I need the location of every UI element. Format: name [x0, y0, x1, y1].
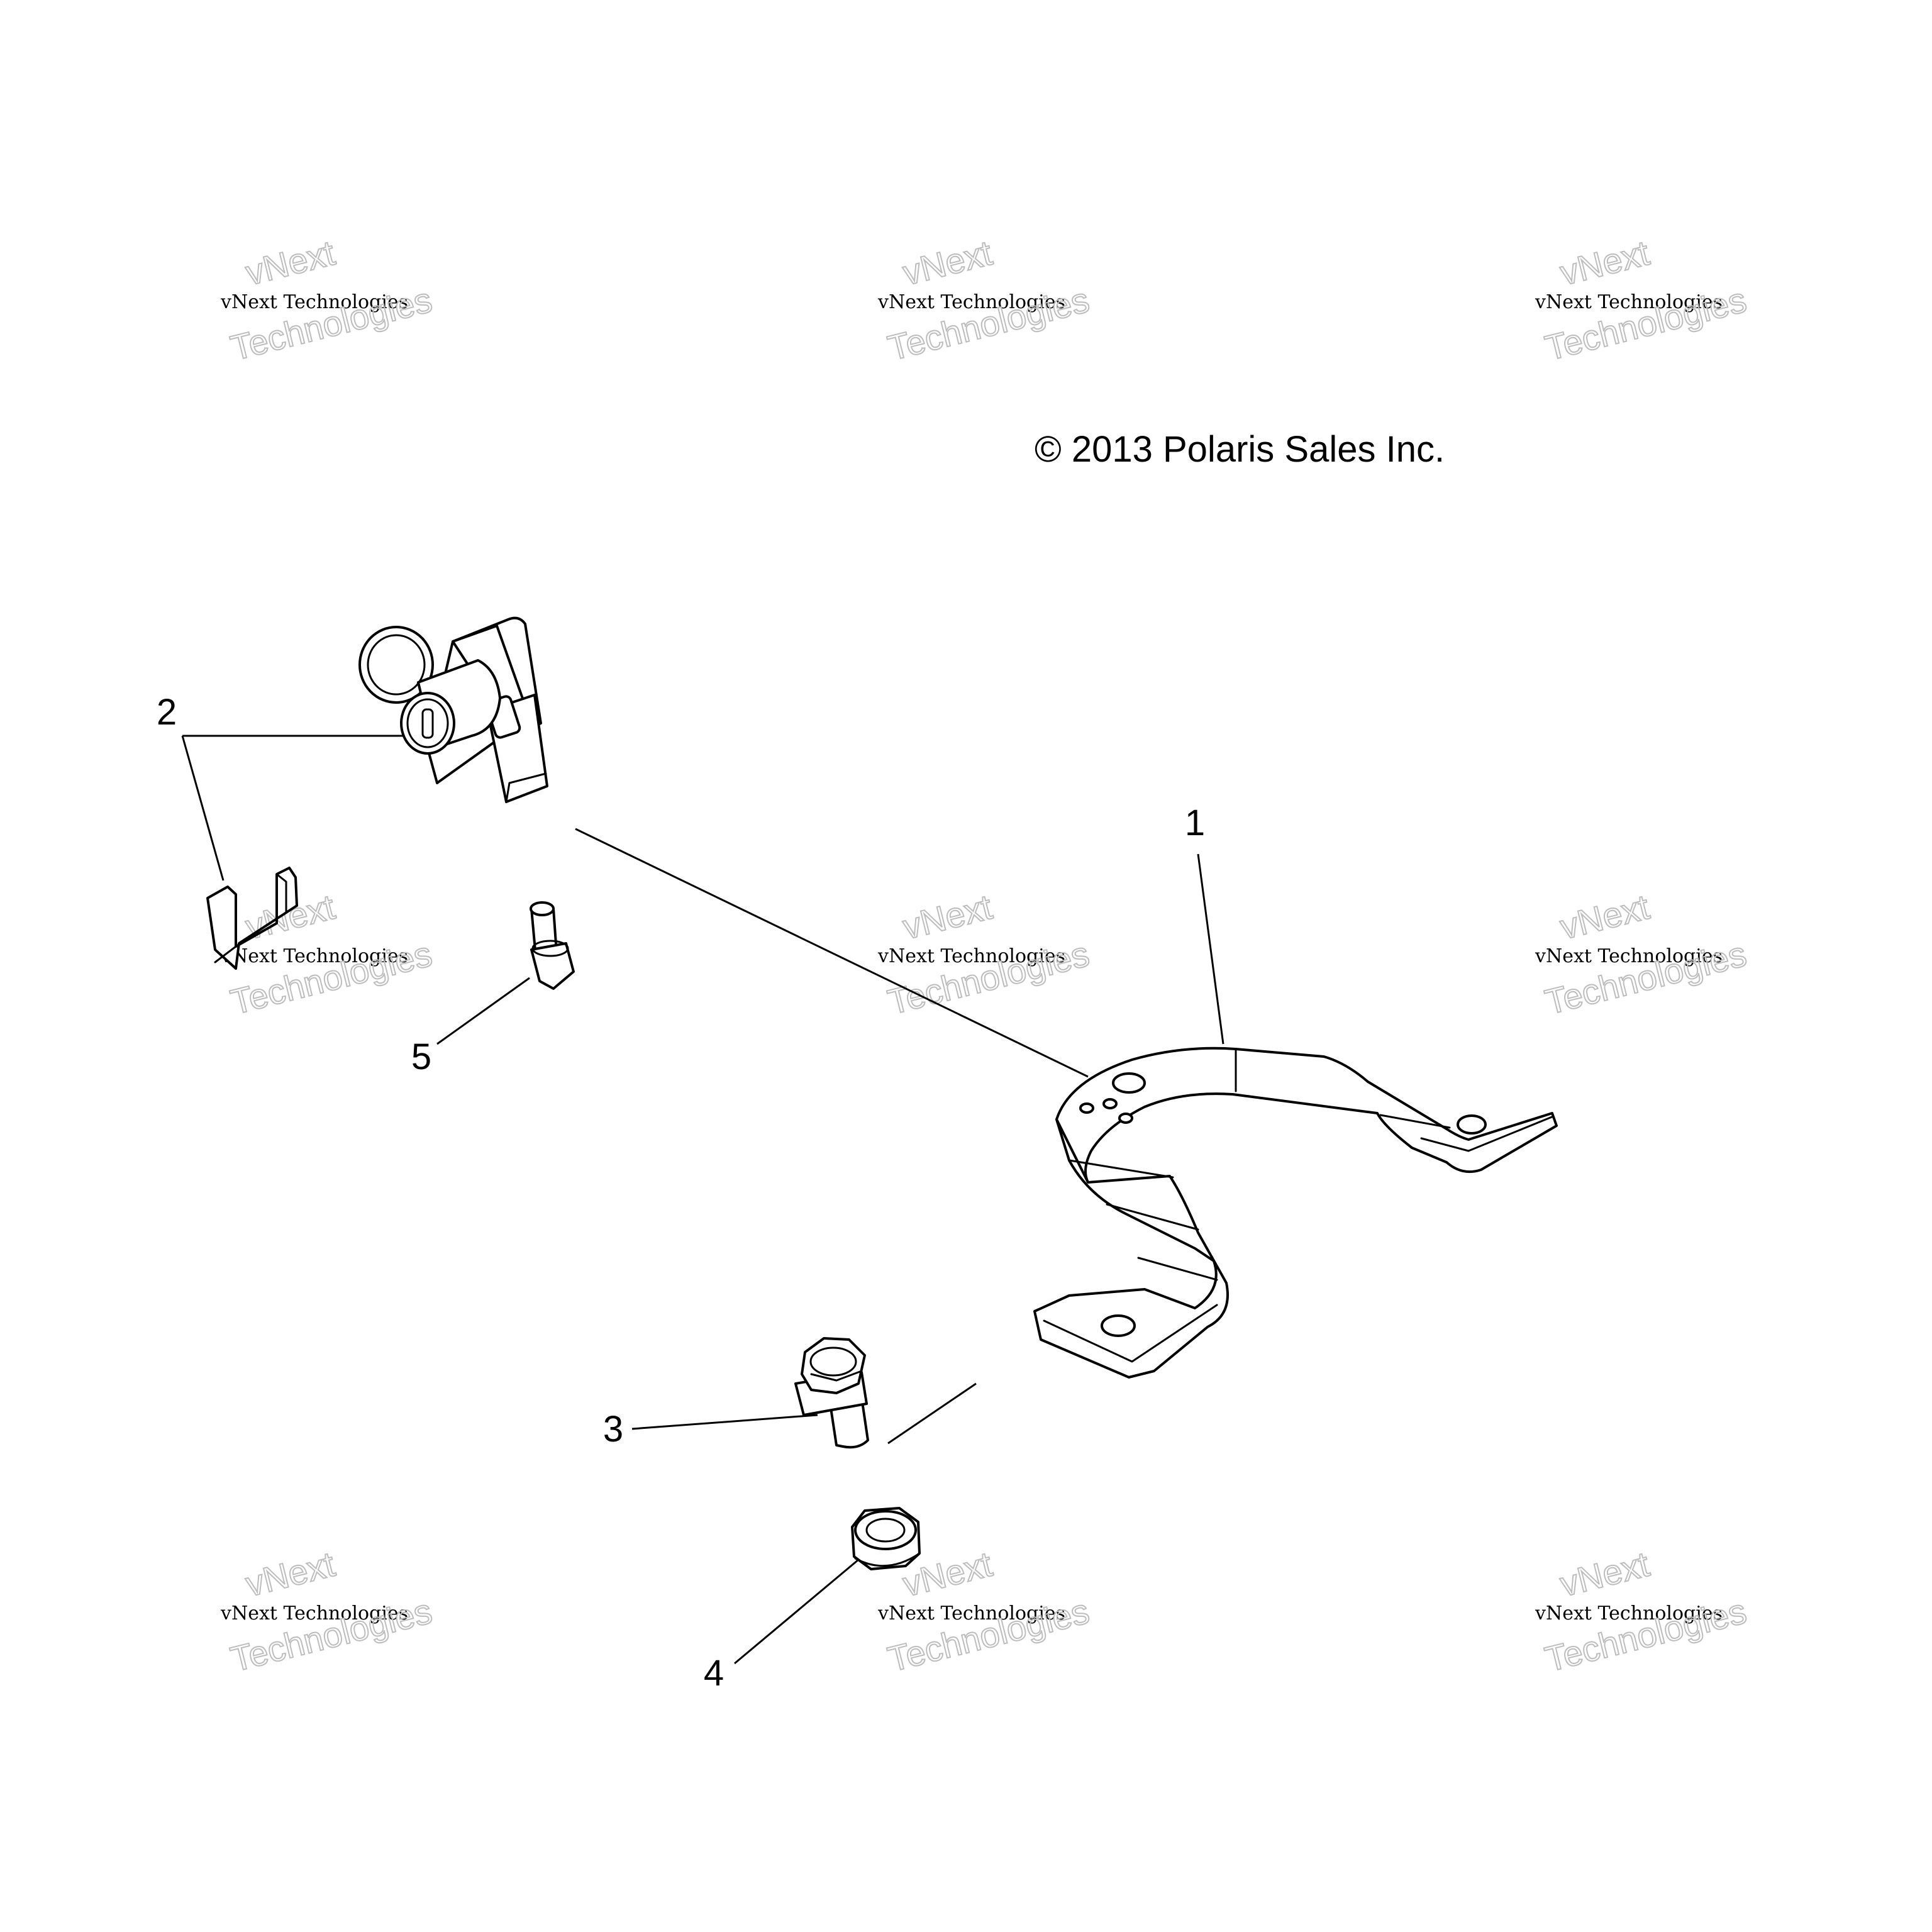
watermark-small-text: vNext Technologies — [877, 945, 1065, 967]
watermark: vNext vNext Technologies Technologies — [1535, 886, 1751, 1023]
watermark-small-text: vNext Technologies — [877, 291, 1065, 313]
leader-line-2b — [181, 735, 225, 881]
bracket-hole-small — [1079, 1102, 1094, 1114]
callout-3: 3 — [603, 1409, 623, 1450]
watermark-small-text: vNext Technologies — [1535, 291, 1723, 313]
watermark-top-text: vNext — [899, 233, 996, 293]
watermark-small-text: vNext Technologies — [220, 945, 408, 967]
watermark-small-text: vNext Technologies — [220, 1602, 408, 1624]
watermark-small-text: vNext Technologies — [220, 291, 408, 313]
watermark-group: vNext vNext Technologies Technologies vN… — [220, 232, 1751, 1680]
leader-line-3 — [631, 1414, 818, 1430]
watermark-small-text: vNext Technologies — [1535, 1602, 1723, 1624]
assembly-line-switch-to-bracket — [575, 828, 1089, 1078]
flange-bolt-drawing — [794, 1337, 869, 1449]
watermark-top-text: vNext — [242, 233, 339, 293]
watermark-small-text: vNext Technologies — [877, 1602, 1065, 1624]
watermark: vNext vNext Technologies Technologies — [877, 886, 1094, 1023]
callout-4: 4 — [704, 1653, 724, 1694]
copyright-text: © 2013 Polaris Sales Inc. — [1035, 429, 1445, 470]
leader-line-1 — [1197, 853, 1224, 1045]
bracket-hole — [1101, 1314, 1136, 1337]
assembly-line-bolt-to-bracket — [887, 1382, 977, 1445]
callout-5: 5 — [411, 1036, 431, 1077]
bracket-hole — [1457, 1114, 1487, 1135]
watermark-top-text: vNext — [1556, 233, 1653, 293]
screw-drawing — [530, 901, 575, 990]
callout-1: 1 — [1185, 802, 1205, 843]
watermark-top-text: vNext — [1556, 1544, 1653, 1604]
flange-nut-drawing — [851, 1507, 921, 1570]
watermark: vNext vNext Technologies Technologies — [877, 232, 1094, 369]
bracket-hole-small — [1102, 1098, 1118, 1109]
watermark: vNext vNext Technologies Technologies — [220, 232, 436, 369]
watermark: vNext vNext Technologies Technologies — [1535, 232, 1751, 369]
callout-2: 2 — [157, 692, 177, 733]
bracket-hole — [1112, 1072, 1146, 1094]
watermark-top-text: vNext — [1556, 887, 1653, 947]
watermark: vNext vNext Technologies Technologies — [1535, 1543, 1751, 1680]
watermark-top-text: vNext — [899, 887, 996, 947]
watermark-small-text: vNext Technologies — [1535, 945, 1723, 967]
bracket-hole-small — [1118, 1113, 1133, 1124]
watermark-top-text: vNext — [242, 1544, 339, 1604]
watermark: vNext vNext Technologies Technologies — [220, 1543, 436, 1680]
ignition-switch-drawing — [358, 616, 548, 803]
bracket-drawing — [1033, 1046, 1558, 1379]
leader-line-4 — [734, 1558, 859, 1665]
leader-line-5 — [436, 977, 530, 1045]
key-blade-drawing — [206, 867, 298, 970]
